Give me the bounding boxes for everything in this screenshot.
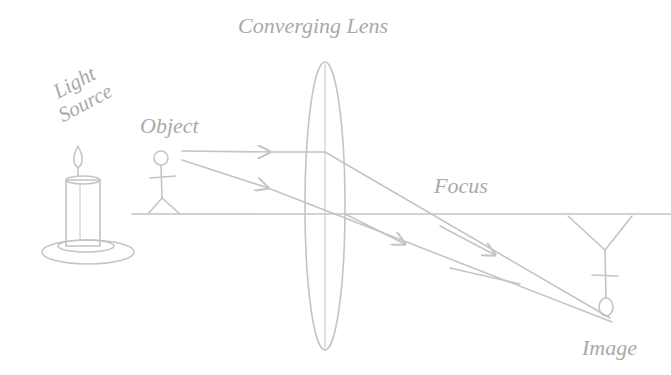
image-label: Image [580, 336, 639, 360]
figure-leg [162, 198, 180, 214]
candle-shade [80, 185, 81, 240]
ray-arrow [440, 226, 495, 255]
image-legs [568, 216, 632, 250]
source-label: Light Source [30, 52, 129, 134]
ray [450, 268, 520, 284]
image-figure [568, 216, 632, 316]
ray-arrow [345, 214, 405, 244]
object-label: Object [138, 114, 201, 138]
candle-body [66, 180, 100, 246]
candle-wick [77, 168, 79, 176]
lens-midline [325, 64, 326, 348]
figure-head [154, 151, 168, 165]
image-arms [592, 275, 618, 276]
candle-dish [42, 240, 134, 264]
converging-lens [305, 62, 345, 350]
optical-axis [132, 213, 671, 215]
figure-leg [148, 198, 162, 214]
ray-arrow [182, 160, 268, 188]
candle-flame [74, 146, 82, 168]
lens-label: Converging Lens [236, 14, 390, 38]
object-figure [148, 151, 180, 214]
candle [42, 146, 134, 264]
ray [270, 151, 325, 153]
figure-arms [150, 176, 176, 178]
candle-top [66, 176, 100, 184]
figure-body [161, 165, 162, 198]
image-head [599, 298, 613, 316]
image-body [605, 250, 606, 298]
ray [268, 188, 612, 322]
focus-label: Focus [432, 174, 490, 198]
ray [325, 152, 610, 318]
ray-arrow [182, 151, 270, 152]
